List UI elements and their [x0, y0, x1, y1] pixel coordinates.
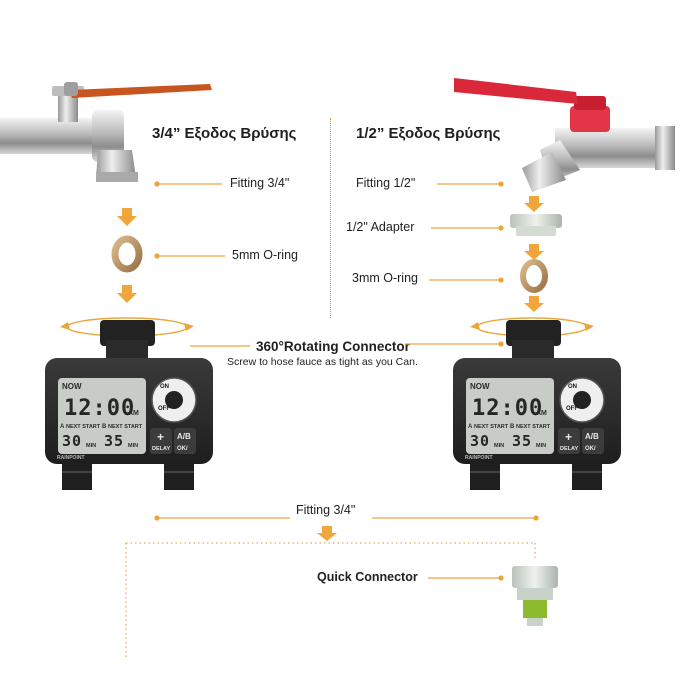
- left-lcd-now: NOW: [62, 382, 82, 391]
- right-lcd-next-b: NEXT START: [516, 424, 551, 430]
- right-lcd-zone-b: B: [510, 424, 515, 430]
- left-fitting-label: Fitting 3/4": [230, 176, 290, 190]
- left-lcd-value-a: 30: [62, 432, 83, 450]
- right-lcd-value-a: 30: [470, 432, 491, 450]
- left-lcd-zone-b: B: [102, 424, 107, 430]
- right-oring-part: [520, 259, 548, 293]
- right-lcd-value-b: 35: [512, 432, 533, 450]
- right-heading: 1/2” Εξοδος Βρύσης: [356, 125, 501, 142]
- right-ok-button[interactable]: OK/: [585, 446, 596, 452]
- right-dial-on: ON: [568, 384, 577, 390]
- right-ab-button[interactable]: A/B: [585, 432, 599, 441]
- left-lcd-next-a: NEXT START: [66, 424, 101, 430]
- left-delay-label: DELAY: [152, 446, 171, 452]
- right-lcd-unit-b: MIN: [536, 443, 547, 449]
- right-brand-label: RAINPOINT: [465, 455, 493, 461]
- connector-title: 360°Rotating Connector: [256, 339, 410, 354]
- right-fitting-label: Fitting 1/2": [356, 176, 416, 190]
- left-lcd-zone-a: A: [60, 424, 65, 430]
- left-dial-on: ON: [160, 384, 169, 390]
- right-adapter-part: [510, 214, 562, 236]
- left-ok-button[interactable]: OK/: [177, 446, 188, 452]
- left-dial-off: OFF: [158, 406, 170, 412]
- right-lcd-zone-a: A: [468, 424, 473, 430]
- right-lcd-am: AM: [536, 410, 547, 417]
- left-lcd-time: 12:00: [64, 396, 136, 421]
- right-lcd-time: 12:00: [472, 396, 544, 421]
- connector-subtitle: Screw to hose fauce as tight as you Can.: [227, 356, 418, 368]
- left-brand-label: RAINPOINT: [57, 455, 85, 461]
- left-oring-part: [111, 235, 143, 273]
- left-lcd-unit-b: MIN: [128, 443, 139, 449]
- center-divider: [330, 118, 331, 318]
- right-lcd-now: NOW: [470, 382, 490, 391]
- right-lcd-unit-a: MIN: [494, 443, 505, 449]
- right-adapter-label: 1/2" Adapter: [346, 220, 415, 234]
- left-lcd-am: AM: [128, 410, 139, 417]
- left-lcd-unit-a: MIN: [86, 443, 97, 449]
- left-lcd-next-b: NEXT START: [108, 424, 143, 430]
- quick-connector-label: Quick Connector: [317, 570, 418, 584]
- left-plus-button[interactable]: +: [157, 430, 165, 444]
- left-oring-label: 5mm O-ring: [232, 248, 298, 262]
- right-dial-off: OFF: [566, 406, 578, 412]
- left-ab-button[interactable]: A/B: [177, 432, 191, 441]
- right-lcd-next-a: NEXT START: [474, 424, 509, 430]
- right-delay-label: DELAY: [560, 446, 579, 452]
- right-oring-label: 3mm O-ring: [352, 271, 418, 285]
- bottom-fitting-label: Fitting 3/4": [296, 503, 356, 517]
- left-heading: 3/4” Εξοδος Βρύσης: [152, 125, 297, 142]
- right-plus-button[interactable]: +: [565, 430, 573, 444]
- quick-connector-part: [512, 566, 558, 626]
- left-lcd-value-b: 35: [104, 432, 125, 450]
